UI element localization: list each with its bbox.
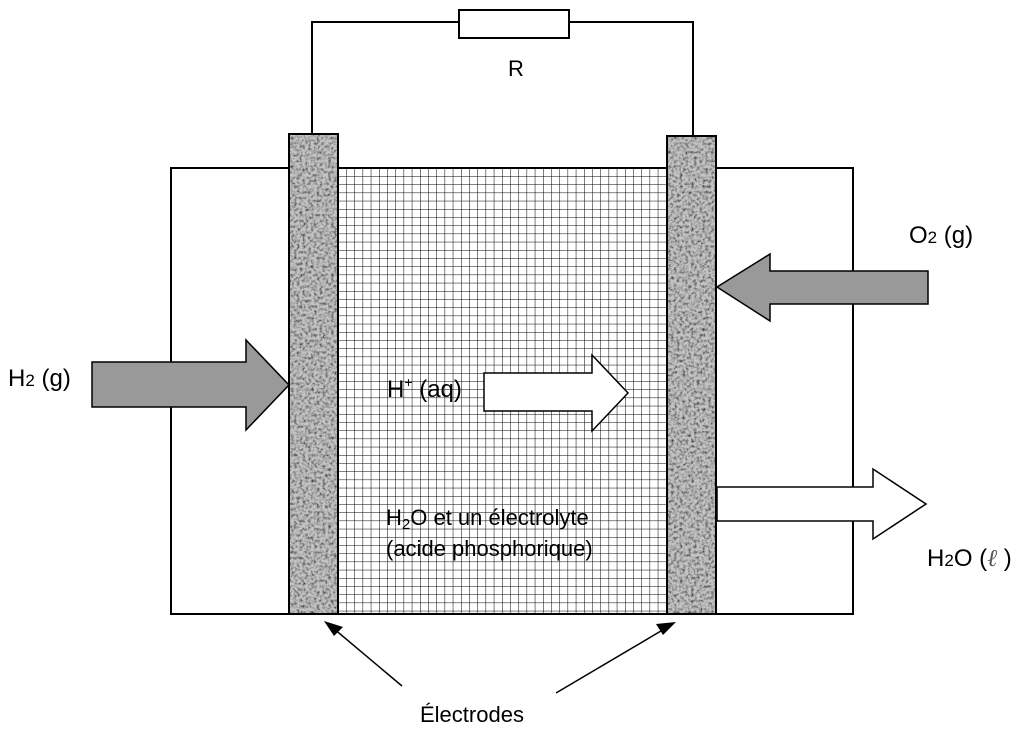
anode-electrode (289, 134, 338, 614)
proton-label: H+ (aq) (387, 374, 462, 403)
h2-inflow-arrow (91, 338, 291, 432)
pointer-head-right (656, 622, 676, 635)
circuit-wire-left (311, 21, 459, 135)
circuit-wire-right (569, 21, 694, 136)
electrode-pointers (324, 621, 676, 694)
right-gas-chamber (715, 167, 854, 615)
external-circuit (311, 9, 694, 136)
pointer-line-left (332, 627, 403, 687)
resistor (458, 9, 570, 39)
pointer-head-left (324, 621, 343, 636)
water-outflow-arrow (716, 467, 928, 541)
resistor-label: R (508, 56, 524, 81)
cathode-electrode (667, 136, 716, 614)
electrolyte-label-line2: (acide phosphorique) (386, 536, 593, 561)
h2-label: H2 (g) (8, 365, 71, 392)
cathode-outline (666, 135, 717, 615)
anode-outline (288, 133, 339, 615)
pointer-line-right (555, 627, 667, 694)
electrolyte-label-line1: H2O et un électrolyte (386, 505, 589, 533)
electrodes-label: Électrodes (420, 702, 524, 727)
water-label: H2O (ℓ ) (927, 544, 1012, 572)
o2-label: O2 (g) (909, 222, 973, 249)
proton-flow-arrow (483, 353, 630, 433)
o2-inflow-arrow (715, 252, 929, 323)
